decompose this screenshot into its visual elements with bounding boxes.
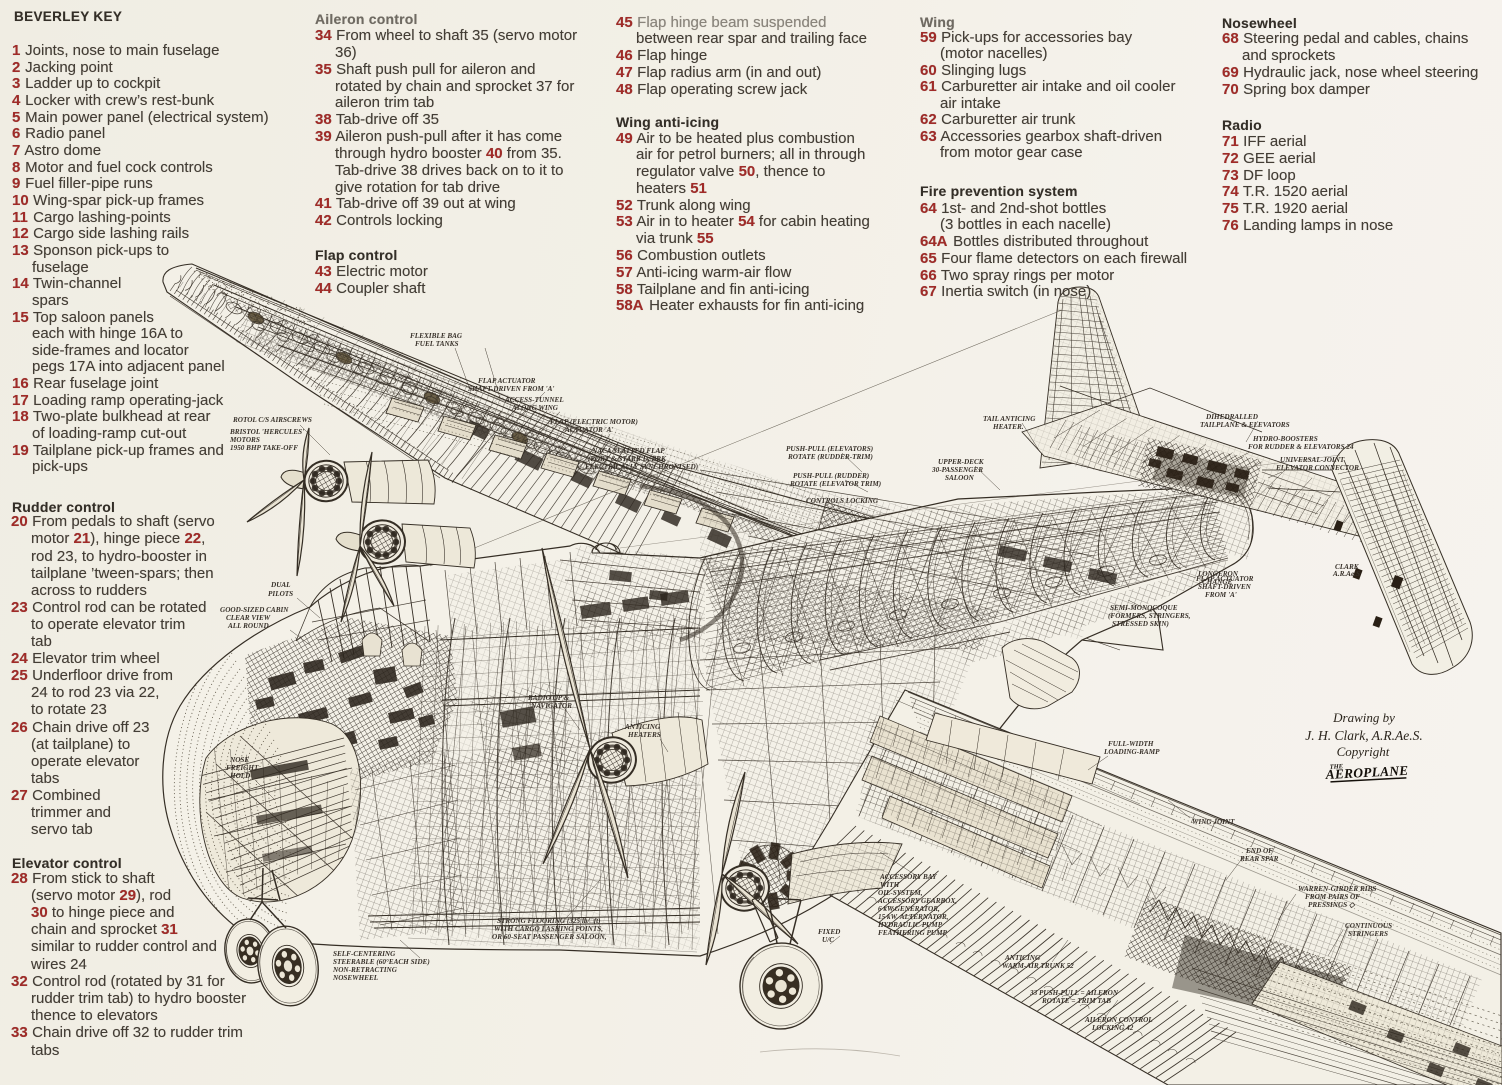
svg-text:15 kW. ALTERNATOR,: 15 kW. ALTERNATOR, <box>878 913 949 921</box>
svg-text:UPPER-DECK: UPPER-DECK <box>938 458 985 466</box>
svg-text:LONGERON: LONGERON <box>1197 570 1239 578</box>
svg-text:ACCESSORY BAY: ACCESSORY BAY <box>879 873 937 881</box>
svg-text:WARM-AIR TRUNK 52: WARM-AIR TRUNK 52 <box>1002 962 1074 970</box>
svg-text:TAIL ANTICING: TAIL ANTICING <box>983 415 1036 423</box>
svg-text:FOR RUDDER & ELEVATORS 24: FOR RUDDER & ELEVATORS 24 <box>1248 443 1354 451</box>
svg-text:ROTATE (RUDDER-TRIM): ROTATE (RUDDER-TRIM) <box>787 453 873 461</box>
svg-text:FLAP (ELECTRIC MOTOR): FLAP (ELECTRIC MOTOR) <box>550 418 638 426</box>
svg-text:SHAFT-DRIVEN FROM 'A': SHAFT-DRIVEN FROM 'A' <box>468 385 554 393</box>
svg-text:HEATERS: HEATERS <box>627 731 661 739</box>
svg-text:WING JOINT: WING JOINT <box>1192 818 1235 826</box>
svg-text:Copyright: Copyright <box>1337 744 1390 759</box>
svg-text:MOTORS: MOTORS <box>229 436 260 444</box>
svg-text:AEROPLANE: AEROPLANE <box>1324 763 1408 782</box>
svg-text:NACA SLATTED FLAP: NACA SLATTED FLAP <box>591 447 665 455</box>
svg-text:PILOTS: PILOTS <box>268 590 293 598</box>
svg-text:FLAP ACTUATOR: FLAP ACTUATOR <box>1196 575 1254 583</box>
svg-text:FULL-WIDTH: FULL-WIDTH <box>1108 740 1154 748</box>
svg-text:ALONG WING: ALONG WING <box>511 404 559 412</box>
svg-text:ACTUATOR 'A': ACTUATOR 'A' <box>564 426 613 434</box>
svg-text:PRESSINGS ◇: PRESSINGS ◇ <box>1308 901 1356 909</box>
svg-text:LOADING-RAMP: LOADING-RAMP <box>1103 748 1160 756</box>
svg-text:PUSH-PULL (ELEVATORS): PUSH-PULL (ELEVATORS) <box>786 445 873 453</box>
svg-text:DUAL: DUAL <box>270 581 291 589</box>
svg-text:(FORMERS, STRINGERS,: (FORMERS, STRINGERS, <box>1108 612 1191 620</box>
svg-text:A.R.Ae.S: A.R.Ae.S <box>1332 570 1360 578</box>
svg-text:HYDRO-BOOSTERS: HYDRO-BOOSTERS <box>1252 435 1318 443</box>
svg-text:Drawing by: Drawing by <box>1332 710 1395 725</box>
svg-text:ELEVATOR CONNECTOR: ELEVATOR CONNECTOR <box>1275 464 1359 472</box>
svg-text:1950 BHP TAKE-OFF: 1950 BHP TAKE-OFF <box>230 444 298 452</box>
svg-text:THE: THE <box>1330 763 1344 771</box>
svg-text:STRONG FLOORING (325 lb/□ft): STRONG FLOORING (325 lb/□ft) <box>497 917 601 925</box>
svg-text:GOOD-SIZED CABIN: GOOD-SIZED CABIN <box>220 606 289 614</box>
svg-text:FROM PAIRS OF: FROM PAIRS OF <box>1305 893 1360 901</box>
svg-text:NAVIGATOR: NAVIGATOR <box>530 702 572 710</box>
svg-text:SELF-CENTERING: SELF-CENTERING <box>333 950 396 958</box>
svg-text:(PORT & STARB'D, BRK: (PORT & STARB'D, BRK <box>588 455 667 463</box>
svg-text:WITH CARGO LASHING POINTS,: WITH CARGO LASHING POINTS, <box>494 925 603 933</box>
svg-text:RADIO OP &: RADIO OP & <box>527 694 570 702</box>
svg-text:WITH: WITH <box>880 881 900 889</box>
svg-text:AILERON CONTROL: AILERON CONTROL <box>1084 1016 1153 1024</box>
svg-text:DIHEDRALLED: DIHEDRALLED <box>1205 413 1259 421</box>
svg-text:FROM 'A': FROM 'A' <box>1205 591 1237 599</box>
svg-text:STRESSED SKIN): STRESSED SKIN) <box>1112 620 1169 628</box>
svg-text:U/C: U/C <box>822 936 834 944</box>
svg-text:REAR SPAR: REAR SPAR <box>1239 855 1279 863</box>
svg-text:NOSE: NOSE <box>229 756 249 764</box>
svg-text:SALOON: SALOON <box>945 474 975 482</box>
svg-text:OR 60-SEAT PASSENGER SALOON,: OR 60-SEAT PASSENGER SALOON, <box>492 933 607 941</box>
svg-text:PUSH-PULL (RUDDER): PUSH-PULL (RUDDER) <box>793 472 869 480</box>
svg-text:ROTATE (ELEVATOR TRIM): ROTATE (ELEVATOR TRIM) <box>789 480 881 488</box>
svg-text:OIL-SYSTEM,: OIL-SYSTEM, <box>878 889 923 897</box>
svg-text:FLAP ACTUATOR: FLAP ACTUATOR <box>478 377 536 385</box>
svg-text:33 PUSH-PULL = AILERON: 33 PUSH-PULL = AILERON <box>1029 989 1119 997</box>
svg-text:SHAFT-DRIVEN: SHAFT-DRIVEN <box>1198 583 1252 591</box>
svg-text:STRINGERS: STRINGERS <box>1348 930 1388 938</box>
svg-text:CHANGE: CHANGE <box>1202 578 1233 586</box>
svg-text:END OF: END OF <box>1245 847 1273 855</box>
svg-text:FEATHERING PUMP: FEATHERING PUMP <box>878 929 948 937</box>
svg-text:FUEL TANKS: FUEL TANKS <box>415 340 458 348</box>
svg-text:UNIVERSAL-JOINT: UNIVERSAL-JOINT <box>1280 456 1345 464</box>
svg-text:ANTICING: ANTICING <box>1004 954 1041 962</box>
svg-text:ACCESS-TUNNEL: ACCESS-TUNNEL <box>504 396 564 404</box>
svg-text:FLEXIBLE BAG: FLEXIBLE BAG <box>410 332 463 340</box>
svg-text:TAILPLANE & ELEVATORS: TAILPLANE & ELEVATORS <box>1200 421 1290 429</box>
svg-text:BRISTOL 'HERCULES': BRISTOL 'HERCULES' <box>229 428 304 436</box>
svg-text:ANTICING: ANTICING <box>624 723 661 731</box>
svg-text:J. H. Clark, A.R.Ae.S.: J. H. Clark, A.R.Ae.S. <box>1305 728 1422 743</box>
svg-text:ACCESSORY GEARBOX,: ACCESSORY GEARBOX, <box>877 897 957 905</box>
svg-text:ROTOL C/S AIRSCREWS: ROTOL C/S AIRSCREWS <box>232 416 312 424</box>
svg-text:ELECTRICALLY SYNCHRONISED): ELECTRICALLY SYNCHRONISED) <box>584 463 698 471</box>
svg-text:6 kW.GENERATOR,: 6 kW.GENERATOR, <box>878 905 940 913</box>
svg-text:HEATER.: HEATER. <box>992 423 1024 431</box>
svg-text:HYDRAULIC PUMP: HYDRAULIC PUMP <box>877 921 943 929</box>
svg-text:LOCKING 42: LOCKING 42 <box>1091 1024 1134 1032</box>
svg-text:ROTATE = TRIM TAB: ROTATE = TRIM TAB <box>1041 997 1111 1005</box>
svg-text:CLEAR VIEW: CLEAR VIEW <box>226 614 271 622</box>
svg-text:CLARK: CLARK <box>1335 563 1360 571</box>
svg-text:WARREN-GIRDER RIBS: WARREN-GIRDER RIBS <box>1298 885 1376 893</box>
svg-text:NON-RETRACTING: NON-RETRACTING <box>332 966 398 974</box>
svg-text:CONTINUOUS: CONTINUOUS <box>1345 922 1392 930</box>
svg-text:FREIGHT: FREIGHT <box>226 764 259 772</box>
svg-text:FIXED: FIXED <box>818 928 841 936</box>
svg-text:STEERABLE (60°EACH SIDE): STEERABLE (60°EACH SIDE) <box>333 958 430 966</box>
svg-text:ALL ROUND: ALL ROUND <box>227 622 269 630</box>
svg-text:HOLD: HOLD <box>229 772 251 780</box>
svg-text:CONTROLS LOCKING: CONTROLS LOCKING <box>806 497 879 505</box>
svg-text:NOSEWHEEL: NOSEWHEEL <box>332 974 379 982</box>
svg-text:30-PASSENGER: 30-PASSENGER <box>931 466 983 474</box>
